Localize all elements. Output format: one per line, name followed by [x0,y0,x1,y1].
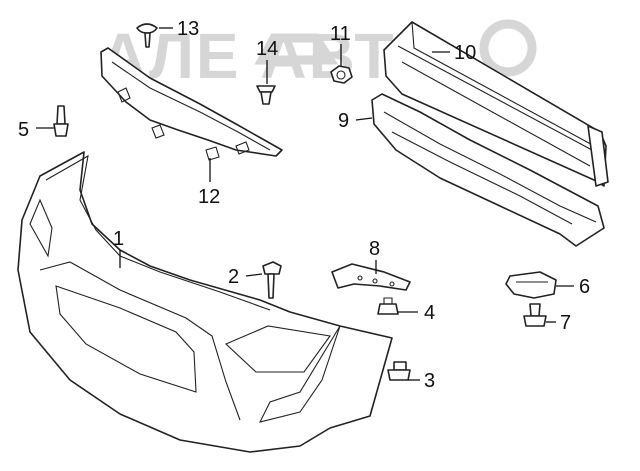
label-14: 14 [256,38,278,60]
label-13: 13 [177,18,199,40]
bumper-cover-1 [17,151,393,453]
energy-absorber-9 [371,93,605,247]
nut-11 [330,65,353,84]
reinforcement-beam-10 [383,21,609,187]
upper-bracket-12 [100,47,283,161]
label-4: 4 [424,302,435,324]
clip-5 [53,105,69,137]
leader-lines [36,27,574,381]
bolt-3 [387,361,411,381]
label-12: 12 [198,186,220,208]
side-bracket-8 [331,263,411,291]
label-9: 9 [338,110,349,132]
label-5: 5 [18,119,29,141]
label-1: 1 [113,228,124,250]
label-6: 6 [579,276,590,298]
bracket-6 [505,271,557,299]
bolt-7 [523,303,547,327]
push-rivet-14 [256,85,276,105]
label-10: 10 [454,42,476,64]
label-7: 7 [560,312,571,334]
watermark-car-logo [254,19,537,77]
label-2: 2 [228,266,239,288]
label-11: 11 [330,23,351,45]
clip-nut-4 [377,297,399,315]
label-8: 8 [369,238,380,260]
bolt-2 [262,261,282,299]
clip-13 [136,23,158,48]
label-3: 3 [424,370,435,392]
